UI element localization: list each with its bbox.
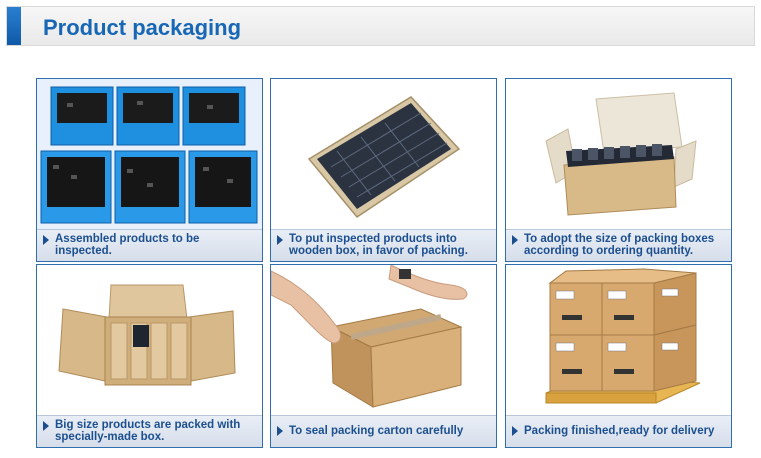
card-caption: To adopt the size of packing boxes accor… — [506, 229, 731, 261]
large-open-carton-photo — [37, 265, 262, 415]
card-caption: Assembled products to be inspected. — [37, 229, 262, 261]
card-caption: Packing finished,ready for delivery — [506, 415, 731, 447]
blue-crates-photo — [37, 79, 262, 229]
packaging-step-card[interactable]: To seal packing carton carefully — [270, 264, 497, 448]
bullet-arrow-icon — [277, 426, 283, 436]
bullet-arrow-icon — [277, 235, 283, 245]
bullet-arrow-icon — [43, 235, 49, 245]
card-caption: Big size products are packed with specia… — [37, 415, 262, 447]
packaging-step-card[interactable]: To adopt the size of packing boxes accor… — [505, 78, 732, 262]
card-caption: To seal packing carton carefully — [271, 415, 496, 447]
wooden-tray-photo — [271, 79, 496, 229]
section-header: Product packaging — [6, 6, 755, 46]
bullet-arrow-icon — [43, 421, 49, 431]
page-title: Product packaging — [43, 15, 242, 40]
open-carton-photo — [506, 79, 731, 229]
pallet-cartons-photo — [506, 265, 731, 415]
packaging-step-card[interactable]: Packing finished,ready for delivery — [505, 264, 732, 448]
bullet-arrow-icon — [512, 426, 518, 436]
packaging-step-card[interactable]: Assembled products to be inspected. — [36, 78, 263, 262]
packaging-step-card[interactable]: To put inspected products into wooden bo… — [270, 78, 497, 262]
sealing-carton-photo — [271, 265, 496, 415]
header-accent-bar — [7, 7, 21, 45]
bullet-arrow-icon — [512, 235, 518, 245]
packaging-step-card[interactable]: Big size products are packed with specia… — [36, 264, 263, 448]
card-caption: To put inspected products into wooden bo… — [271, 229, 496, 261]
